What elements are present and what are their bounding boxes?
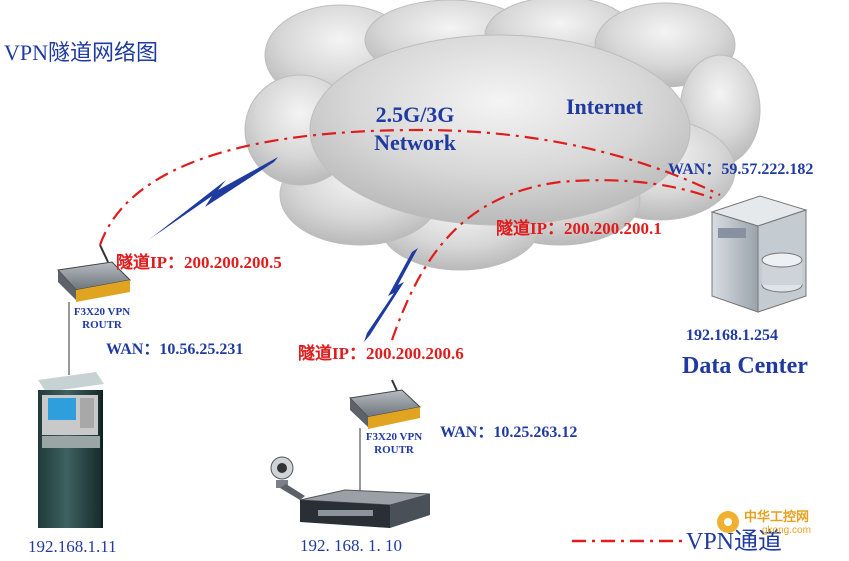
- cloud-shape: [244, 0, 761, 271]
- wan-router2: WAN：10.25.263.12: [440, 424, 578, 441]
- network-label-line1: 2.5G/3G: [375, 102, 455, 127]
- dvr-icon: [299, 489, 431, 528]
- legend-label: VPN通道: [686, 529, 783, 555]
- router2-name-line1: F3X20 VPN: [365, 431, 423, 443]
- router1-name-line1: F3X20 VPN: [73, 306, 131, 318]
- tunnel-ip-router1: 隧道IP：200.200.200.5: [116, 253, 282, 272]
- router2-name: F3X20 VPN ROUTR: [356, 431, 432, 457]
- router-2-icon: [348, 379, 422, 429]
- server-icon: [710, 195, 808, 313]
- tunnel-router2-datacenter: [390, 179, 713, 341]
- router1-name-line2: ROUTR: [82, 319, 122, 331]
- router-1-icon: [57, 244, 132, 302]
- network-label: 2.5G/3G Network: [365, 104, 465, 154]
- internet-label: Internet: [566, 94, 643, 119]
- lightning-bolt-2-icon: [364, 248, 418, 342]
- tunnel-ip-router2: 隧道IP：200.200.200.6: [298, 344, 464, 363]
- watermark-sub: gkong.com: [762, 525, 811, 536]
- atm-icon: [38, 372, 104, 528]
- diagram-title: VPN隧道网络图: [4, 40, 159, 65]
- lightning-bolt-1-icon: [148, 157, 278, 240]
- server-ip: 192.168.1.254: [686, 327, 778, 344]
- webcam-icon: [270, 456, 305, 500]
- wan-datacenter: WAN：59.57.222.182: [668, 161, 814, 178]
- vpn-tunnels: [98, 128, 721, 341]
- server-name: Data Center: [682, 353, 808, 379]
- network-label-line2: Network: [374, 130, 456, 155]
- dvr-ip: 192. 168. 1. 10: [300, 536, 402, 555]
- router1-name: F3X20 VPN ROUTR: [64, 306, 140, 332]
- atm-ip: 192.168.1.11: [28, 537, 117, 556]
- tunnel-router1-datacenter: [98, 128, 721, 246]
- tunnel-ip-datacenter: 隧道IP：200.200.200.1: [496, 219, 662, 238]
- wired-links: [68, 302, 361, 492]
- router2-name-line2: ROUTR: [374, 444, 414, 456]
- watermark-text: 中华工控网: [744, 509, 810, 524]
- wan-router1: WAN：10.56.25.231: [106, 341, 244, 358]
- watermark-gear-icon: [717, 511, 739, 533]
